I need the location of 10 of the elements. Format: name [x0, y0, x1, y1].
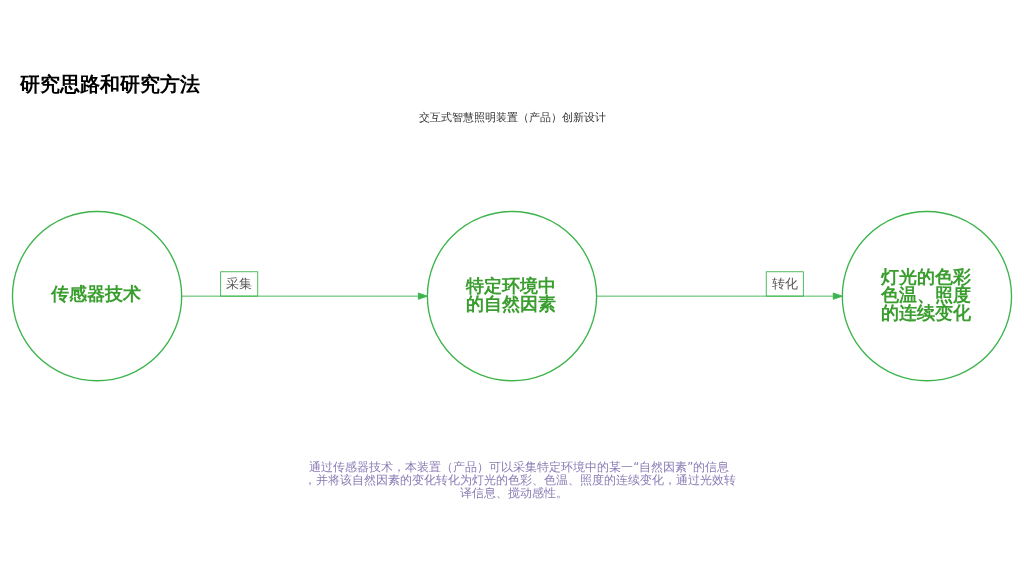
arrow [181, 292, 428, 300]
edge-label: 采集 [226, 275, 253, 291]
diagram-title: 研究思路和研究方法 [19, 73, 200, 97]
label: 交互式智慧照明装置（产品）创新设计 [419, 110, 607, 124]
edge-label: 转化 [772, 275, 799, 291]
node-circle: 灯光的色彩色温、照度的连续变化 [841, 210, 1013, 382]
arrow [596, 292, 843, 300]
node-circle: 特定环境中的自然因素 [426, 210, 598, 382]
label: 通过传感器技术，本装置（产品）可以采集特定环境中的某一“自然因素”的信息，并将该自然因素的变化转化为灯光的色彩、色温、照度的连续变化，通过光效转译信息、搅动感性。 [303, 460, 736, 500]
node-circle: 传感器技术 [11, 210, 183, 382]
